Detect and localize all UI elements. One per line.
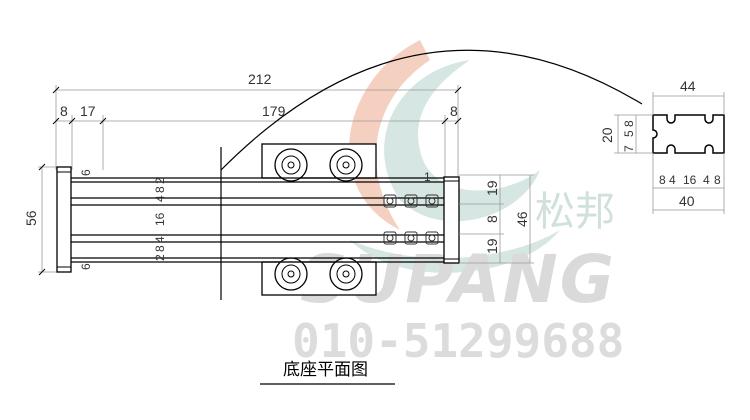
wheel	[274, 257, 308, 291]
dim-section-part: 8	[622, 120, 636, 127]
dim-section-part: 5	[622, 130, 636, 137]
rails	[71, 177, 444, 263]
dim-section-bottom: 8	[659, 173, 666, 187]
dim-rail: 16	[153, 212, 167, 226]
dim-section-bottom: 4	[669, 173, 676, 187]
width-dimension: 56	[23, 163, 57, 276]
carriage-top	[261, 143, 377, 182]
wheel	[274, 148, 308, 182]
dim-small-mark: 1	[424, 170, 431, 184]
drawing-caption: 底座平面图	[283, 360, 368, 380]
dim-seg-1: 8	[60, 103, 68, 119]
dim-rail: 8	[153, 186, 167, 193]
dim-seg-4: 8	[450, 103, 458, 119]
dim-section-width-bottom: 40	[679, 193, 695, 209]
dim-seg-3: 179	[262, 103, 286, 119]
length-dimensions: 212 8 17 179 8	[52, 71, 462, 177]
dim-right-bottom: 19	[484, 238, 500, 254]
dim-right-total: 46	[514, 211, 530, 227]
wheel	[329, 148, 363, 182]
dim-section-height: 20	[599, 127, 615, 143]
dim-overall-width: 56	[23, 210, 39, 226]
rail-spacing-dims: 2 8 4 16 4 8 2	[153, 177, 167, 261]
dim-section-bottom: 8	[714, 173, 721, 187]
right-dimensions: 19 8 19 46	[459, 174, 534, 264]
dim-right-top: 19	[484, 180, 500, 196]
dim-section-width-top: 44	[680, 78, 696, 94]
watermark-phone: 010-51299688	[292, 314, 624, 368]
dim-right-mid: 8	[484, 215, 500, 223]
dim-rail: 4	[153, 195, 167, 202]
dim-rail: 2	[153, 177, 167, 184]
dim-seg-2: 17	[80, 103, 96, 119]
dim-rail: 4	[153, 236, 167, 243]
dim-section-part: 7	[622, 145, 636, 152]
profile-section: 44 40 8 4 16 4 8 20 7 5 8	[599, 78, 725, 214]
dim-section-bottom: 4	[703, 173, 710, 187]
watermark-brand-cn: 松邦	[535, 189, 615, 235]
end-plate-right	[443, 176, 460, 264]
section-callout-arc	[220, 49, 643, 171]
end-plate-left	[56, 166, 72, 273]
dim-rail: 8	[153, 245, 167, 252]
dim-edge-top: 6	[79, 169, 93, 176]
dim-edge-bottom: 6	[79, 263, 93, 270]
carriage-bottom	[261, 257, 377, 296]
dim-section-bottom: 16	[683, 173, 697, 187]
bolt-holes	[383, 194, 439, 245]
dim-rail: 2	[153, 254, 167, 261]
wheel	[329, 257, 363, 291]
dim-overall-length: 212	[248, 71, 272, 87]
